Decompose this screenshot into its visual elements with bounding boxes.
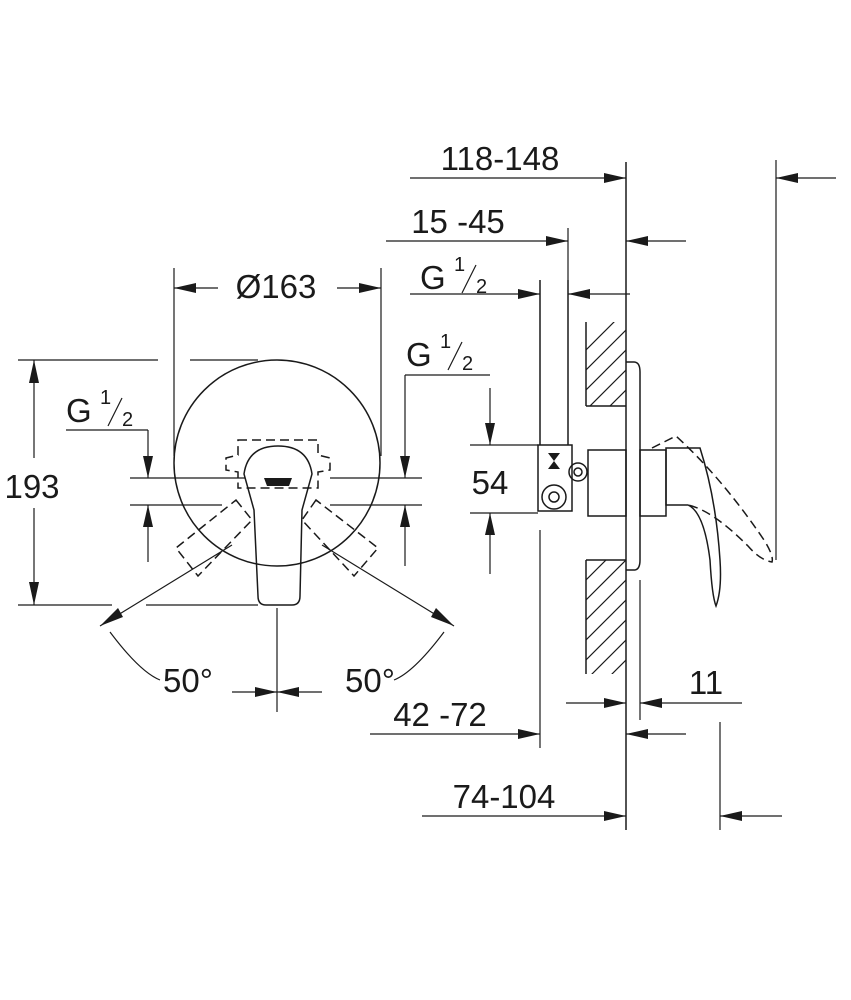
dim-193: 193: [4, 468, 59, 505]
inlet-fitting-small: [568, 462, 588, 482]
svg-text:G: G: [420, 259, 446, 296]
svg-text:1: 1: [440, 331, 451, 353]
handle-rotated-right: [301, 498, 380, 578]
dim-118-148: 118-148: [441, 140, 560, 177]
thread-label-center: G 1 2: [406, 331, 473, 375]
dim-11: 11: [689, 664, 723, 701]
dim-angle-left: 50°: [163, 662, 213, 699]
svg-text:G: G: [406, 336, 432, 373]
cover-plate-side: [626, 361, 641, 571]
lever-handle: [243, 445, 313, 606]
dim-angle-right: 50°: [345, 662, 395, 699]
dim-diameter-163: Ø163: [236, 268, 317, 305]
escutcheon-plate: [173, 359, 381, 567]
front-view: [18, 268, 490, 712]
dim-54: 54: [472, 464, 509, 501]
svg-text:1: 1: [454, 254, 465, 276]
svg-text:G: G: [66, 392, 92, 429]
wall-hatch-top: [586, 322, 626, 406]
svg-text:2: 2: [476, 276, 487, 298]
wall-hatch-bottom: [586, 560, 626, 674]
valve-body-outline: [225, 439, 331, 489]
inlet-fitting-large: [541, 484, 567, 510]
dim-74-104: 74-104: [453, 778, 556, 815]
dim-42-72: 42 -72: [393, 696, 487, 733]
cartridge-housing: [587, 449, 627, 517]
dim-15-45: 15 -45: [411, 203, 505, 240]
svg-text:1: 1: [100, 387, 111, 409]
svg-text:2: 2: [462, 353, 473, 375]
handle-logo-mark: [264, 478, 292, 486]
lever-handle-raised: [651, 435, 774, 563]
handle-rotated-left: [174, 498, 253, 578]
thread-label-side: G 1 2: [420, 254, 487, 298]
side-view: [370, 160, 836, 830]
svg-text:2: 2: [122, 409, 133, 431]
cartridge-stem: [639, 449, 667, 517]
thread-label-left: G 1 2: [66, 387, 133, 431]
lever-handle-side: [665, 447, 722, 609]
